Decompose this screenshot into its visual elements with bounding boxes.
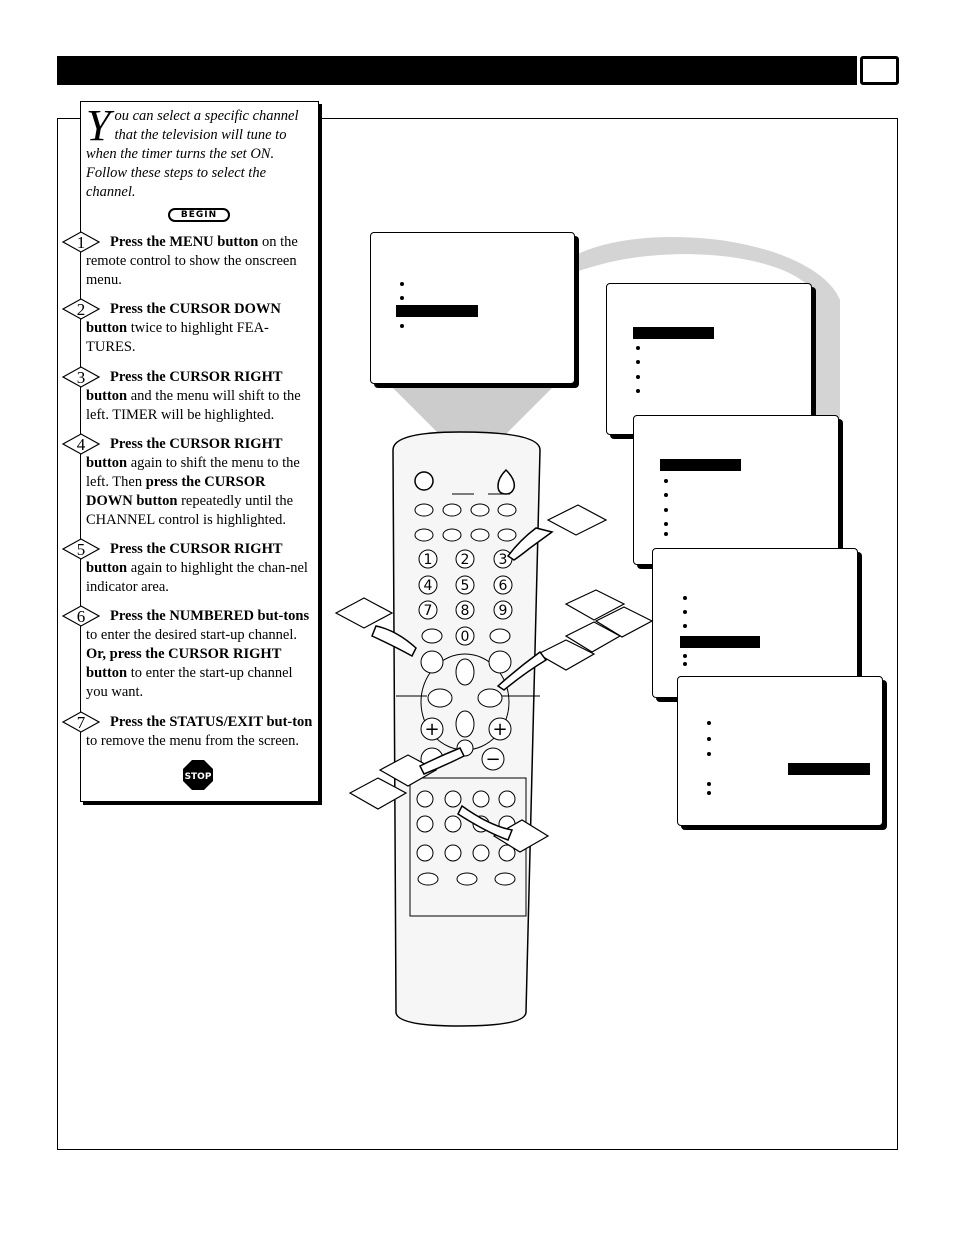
svg-text:3: 3 xyxy=(499,552,508,568)
svg-text:7: 7 xyxy=(424,603,433,619)
number-keypad: 1 2 3 4 5 6 7 8 9 0 xyxy=(418,549,513,646)
projection-beam xyxy=(390,385,555,440)
step-3: Press the CURSOR RIGHT button and the me… xyxy=(86,369,301,423)
menu-bullet xyxy=(683,662,687,666)
svg-text:−: − xyxy=(485,749,500,770)
svg-text:6: 6 xyxy=(499,578,508,594)
button-callout-cards xyxy=(334,504,654,853)
step-number-badge: 7 xyxy=(61,711,101,733)
svg-text:2: 2 xyxy=(461,552,470,568)
menu-bullet xyxy=(400,296,404,300)
menu-bullet xyxy=(683,624,687,628)
digit-button-0 xyxy=(455,626,475,646)
instructions-panel xyxy=(80,101,319,802)
svg-text:+: + xyxy=(424,719,439,740)
menu-bullet xyxy=(707,737,711,741)
channel-down-button xyxy=(481,747,505,771)
digit-button-8 xyxy=(455,600,475,620)
step-number-badge: 2 xyxy=(61,298,101,320)
svg-text:5: 5 xyxy=(77,540,86,559)
title-bar xyxy=(57,56,857,85)
svg-text:5: 5 xyxy=(461,578,470,594)
svg-text:+: + xyxy=(492,719,507,740)
menu-highlight-features xyxy=(396,305,478,317)
digit-button-7 xyxy=(418,600,438,620)
svg-text:8: 8 xyxy=(461,603,470,619)
power-button xyxy=(414,471,434,491)
stop-label: STOP xyxy=(185,772,212,782)
cursor-up-button xyxy=(455,658,475,686)
step-number-badge: 6 xyxy=(61,605,101,627)
menu-highlight-channel-value xyxy=(788,763,870,775)
menu-highlight-timer xyxy=(633,327,714,339)
menu-bullet xyxy=(636,389,640,393)
digit-button-6 xyxy=(493,575,513,595)
menu-bullet xyxy=(707,721,711,725)
svg-text:7: 7 xyxy=(77,713,86,732)
digit-button-1 xyxy=(418,549,438,569)
digit-button-4 xyxy=(418,575,438,595)
menu-bullet xyxy=(400,324,404,328)
svg-text:2: 2 xyxy=(77,300,86,319)
svg-text:0: 0 xyxy=(461,629,470,645)
digit-button-2 xyxy=(455,549,475,569)
menu-screen-2 xyxy=(606,283,812,435)
step-number-badge: 4 xyxy=(61,433,101,455)
menu-button xyxy=(420,650,444,674)
menu-bullet xyxy=(707,782,711,786)
svg-text:1: 1 xyxy=(424,552,433,568)
step-1: Press the MENU button on the remote cont… xyxy=(86,234,298,288)
step-4: Press the CURSOR RIGHT button again to s… xyxy=(86,436,300,528)
stop-icon: STOP xyxy=(183,760,213,790)
svg-text:4: 4 xyxy=(424,578,433,594)
cursor-left-button xyxy=(427,688,453,708)
cursor-right-button xyxy=(477,688,503,708)
channel-up-button xyxy=(488,717,512,741)
volume-up-button xyxy=(420,717,444,741)
step-7: Press the STATUS/EXIT but-ton to remove … xyxy=(86,714,313,749)
cursor-down-button xyxy=(455,710,475,738)
menu-bullet xyxy=(683,596,687,600)
menu-screen-5 xyxy=(677,676,883,826)
menu-bullet xyxy=(683,610,687,614)
digit-button-5 xyxy=(455,575,475,595)
page-number-tab xyxy=(860,56,899,85)
svg-text:3: 3 xyxy=(77,368,86,387)
menu-bullet xyxy=(707,752,711,756)
menu-bullet xyxy=(664,479,668,483)
svg-text:4: 4 xyxy=(77,435,86,454)
menu-bullet xyxy=(636,346,640,350)
menu-bullet xyxy=(636,360,640,364)
menu-screen-4 xyxy=(652,548,858,698)
drop-cap: Y xyxy=(86,101,111,150)
step-number-badge: 1 xyxy=(61,231,101,253)
menu-bullet xyxy=(636,375,640,379)
step-number-badge: 3 xyxy=(61,366,101,388)
menu-bullet xyxy=(664,508,668,512)
menu-bullet xyxy=(664,493,668,497)
svg-text:9: 9 xyxy=(499,603,508,619)
menu-screen-3 xyxy=(633,415,839,565)
step-6: Press the NUMBERED but-tons to enter the… xyxy=(86,608,310,700)
pointing-hands xyxy=(371,527,554,841)
function-buttons xyxy=(414,503,517,542)
menu-highlight-row xyxy=(660,459,741,471)
svg-text:1: 1 xyxy=(77,233,86,252)
menu-bullet xyxy=(664,522,668,526)
begin-badge: BEGIN xyxy=(168,208,230,222)
svg-text:6: 6 xyxy=(77,607,86,626)
step-2: Press the CURSOR DOWN button twice to hi… xyxy=(86,301,281,355)
menu-highlight-channel xyxy=(680,636,760,648)
step-number-badge: 5 xyxy=(61,538,101,560)
menu-bullet xyxy=(664,532,668,536)
digit-button-9 xyxy=(493,600,513,620)
menu-bullet xyxy=(707,791,711,795)
menu-bullet xyxy=(400,282,404,286)
menu-bullet xyxy=(683,654,687,658)
step-5: Press the CURSOR RIGHT button again to h… xyxy=(86,541,308,595)
content-frame xyxy=(57,118,898,1150)
